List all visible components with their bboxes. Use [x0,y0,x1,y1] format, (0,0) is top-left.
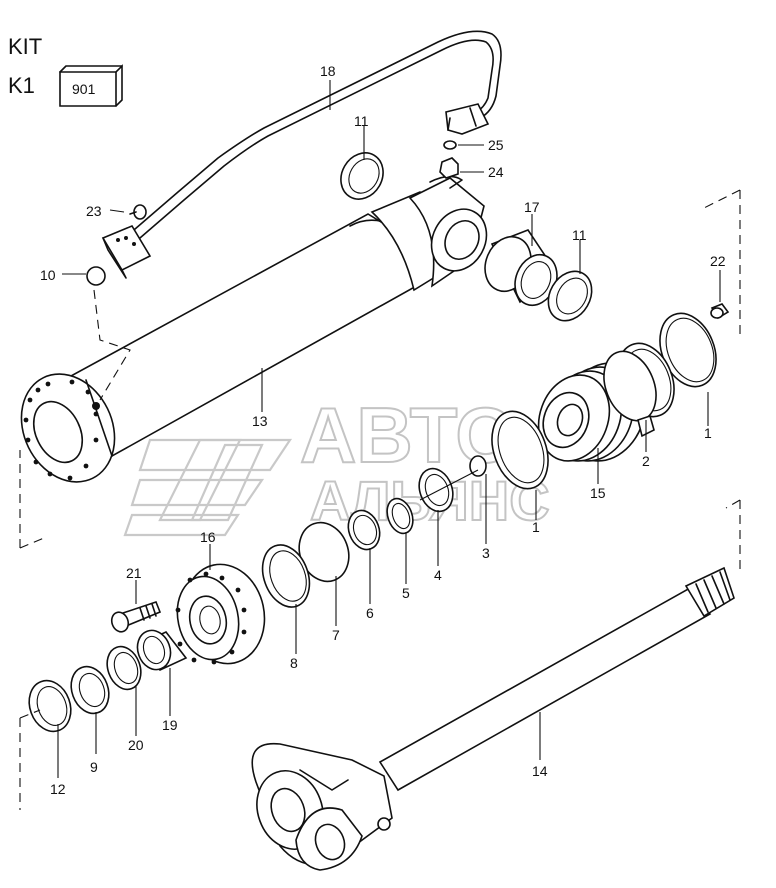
bolt-23 [129,204,147,220]
centerline-gland [19,709,41,810]
callout-24: 24 [488,164,504,180]
bushing [484,229,558,307]
callout-6: 6 [366,605,374,621]
callout-7: 7 [332,627,340,643]
centerline-rod [725,499,741,570]
callout-1-seal: 1 [532,519,540,535]
callout-labels: 1 1 2 3 4 5 6 7 8 9 10 11 11 12 13 14 15… [40,63,726,797]
callout-11-right: 11 [572,227,587,243]
k1-label: K1 [8,73,35,98]
callout-13: 13 [252,413,268,429]
callout-11-top: 11 [354,113,369,129]
piston-rod [251,566,735,871]
centerline-left [19,450,45,549]
kit-label: KIT [8,34,42,59]
callout-9: 9 [90,759,98,775]
callout-16: 16 [200,529,216,545]
callout-15: 15 [590,485,606,501]
callout-4: 4 [434,567,442,583]
ball-10 [86,266,106,286]
callout-25: 25 [488,137,504,153]
piston-ring-right [603,312,717,438]
callout-17: 17 [524,199,540,215]
bushing-19 [136,629,188,671]
cylinder-barrel [20,175,488,483]
callout-19: 19 [162,717,178,733]
callout-1-ring: 1 [704,425,712,441]
grease-nipple [710,303,730,320]
callout-8: 8 [290,655,298,671]
gland-seals [261,410,549,608]
k1-code: 901 [72,81,96,97]
washer-25 [443,140,457,150]
callout-21: 21 [126,565,142,581]
leader-lines [57,80,721,778]
k1-code-box: 901 [59,64,123,107]
snap-ring-11a [340,152,384,200]
hydraulic-pipe [101,30,502,279]
centerline-ball [93,289,131,401]
callout-14: 14 [532,763,548,779]
callout-22: 22 [710,253,726,269]
callout-2: 2 [642,453,650,469]
bolt-24 [439,157,459,179]
centerline-right [699,189,741,340]
cylinder-gland [175,563,266,665]
callout-12: 12 [50,781,66,797]
bolt-21 [110,601,162,633]
callout-5: 5 [402,585,410,601]
snap-ring-12 [28,679,72,733]
callout-3: 3 [482,545,490,561]
callout-18: 18 [320,63,336,79]
callout-20: 20 [128,737,144,753]
callout-23: 23 [86,203,102,219]
callout-10: 10 [40,267,56,283]
